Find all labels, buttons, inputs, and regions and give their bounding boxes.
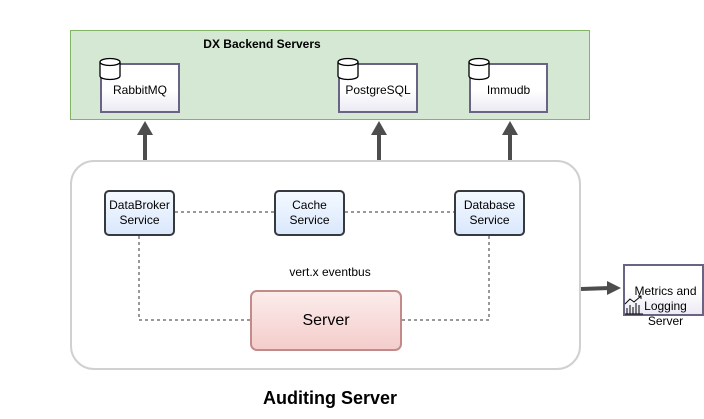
cache-service-label: Cache Service [289,198,330,227]
arrow-to-postgresql [371,121,387,160]
arrow-to-immudb [502,121,518,160]
database-icon [337,57,359,81]
arrow-to-rabbitmq [137,121,153,160]
postgresql-label: PostgreSQL [345,83,411,97]
auditing-server-title: Auditing Server [262,388,398,408]
cache-service: Cache Service [274,190,345,236]
eventbus-label: vert.x eventbus [289,265,371,279]
metrics-logging-label: Metrics and Logging Server [634,284,697,328]
database-service: Database Service [454,190,525,236]
server-node: Server [250,290,402,351]
arrow-to-metrics [580,281,621,295]
database-icon [468,57,490,81]
immudb-label: Immudb [486,83,531,97]
eventbus-links [138,211,490,321]
backend-servers-title: DX Backend Servers [203,37,321,51]
database-icon [99,57,121,81]
chart-icon [624,295,643,315]
databroker-service: DataBroker Service [104,190,175,236]
server-label: Server [302,311,350,329]
rabbitmq-label: RabbitMQ [112,83,168,97]
database-service-label: Database Service [463,198,516,227]
databroker-service-label: DataBroker Service [109,198,170,227]
